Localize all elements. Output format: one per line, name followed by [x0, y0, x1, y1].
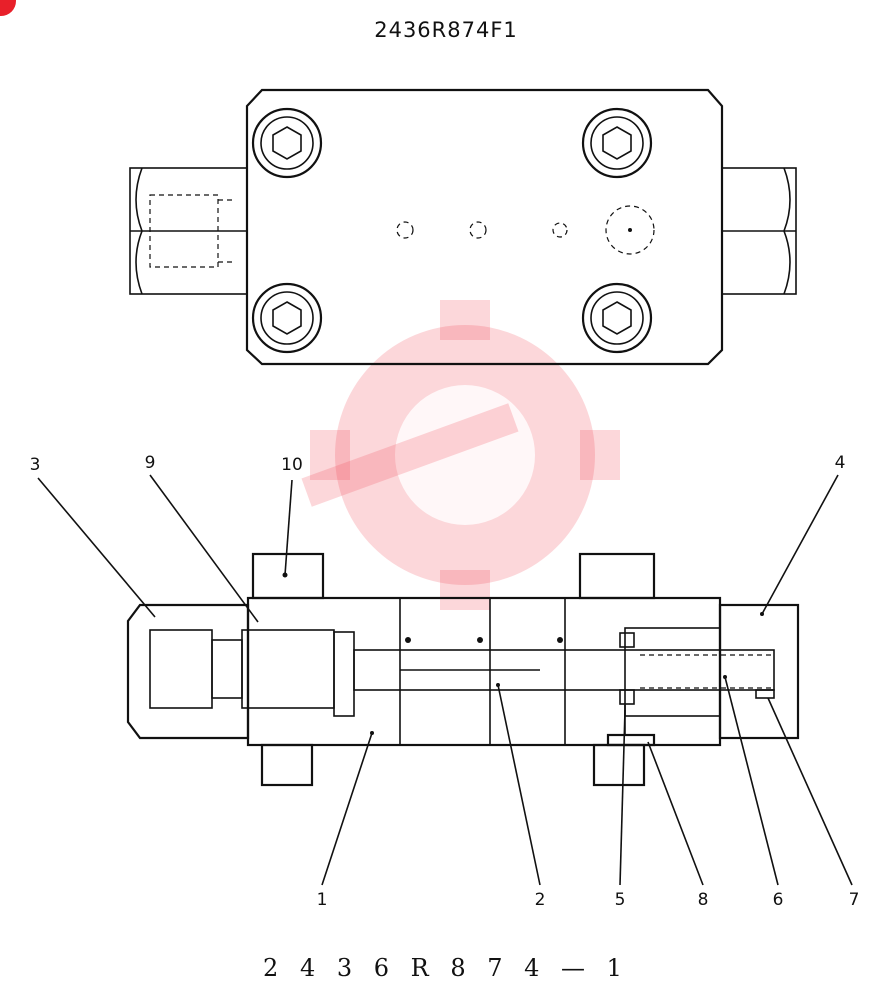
section-body — [246, 596, 722, 747]
bolt-top-right — [581, 107, 653, 179]
callout-9: 9 — [145, 453, 156, 473]
bolt-bottom-left — [251, 282, 323, 354]
callout-5: 5 — [615, 890, 626, 910]
bolt-bottom-right — [581, 282, 653, 354]
top-boss-right — [578, 552, 656, 600]
bottom-part-code: 2 4 3 6 R 8 7 4 — 1 — [263, 954, 629, 982]
callout-8: 8 — [698, 890, 709, 910]
right-end-cap — [718, 603, 800, 740]
callout-7: 7 — [849, 890, 860, 910]
callout-3: 3 — [30, 455, 41, 475]
spool — [353, 649, 775, 691]
left-end-cap — [126, 603, 250, 740]
callout-1: 1 — [317, 890, 328, 910]
section-view — [126, 552, 800, 787]
bottom-boss-right — [592, 743, 646, 787]
top-boss-left — [251, 552, 325, 600]
watermark-gear-logo — [301, 300, 620, 610]
bolt-top-left — [251, 107, 323, 179]
callout-10: 10 — [281, 455, 303, 475]
top-part-code: 2436R874F1 — [374, 18, 518, 42]
callout-4: 4 — [835, 453, 846, 473]
callout-2: 2 — [535, 890, 546, 910]
leader-lines — [37, 474, 853, 886]
callout-6: 6 — [773, 890, 784, 910]
bottom-boss-left — [260, 743, 314, 787]
top-view — [129, 88, 797, 366]
